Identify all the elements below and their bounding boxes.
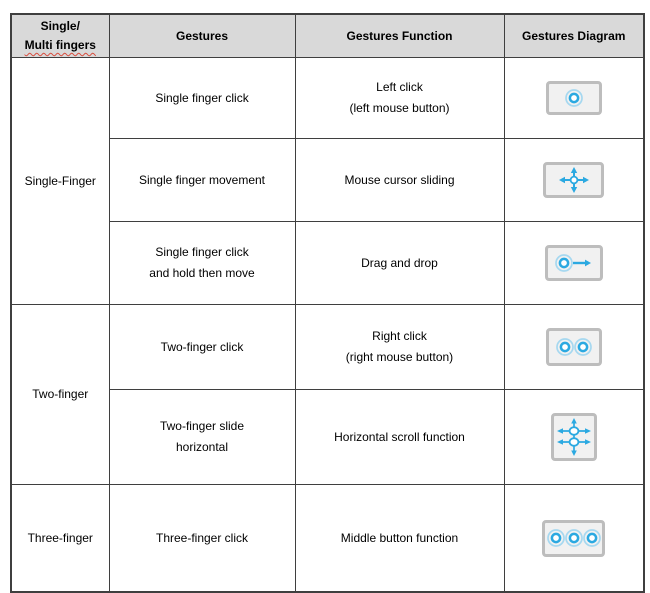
two-finger-tap-icon: [545, 328, 602, 367]
gestures-manual-page: Single/Multi fingers Gestures Gestures F…: [10, 13, 645, 593]
group-label-two-finger: Two-finger: [10, 304, 110, 486]
table-row: Single-Finger Single finger click Left c…: [10, 57, 645, 306]
group-label-three-finger: Three-finger: [10, 484, 110, 593]
group-label-single-finger: Single-Finger: [10, 57, 110, 306]
table-row: Single finger click and hold then move D…: [11, 221, 645, 306]
diagram-cell: [503, 484, 645, 593]
function-cell: Drag and drop: [294, 221, 505, 306]
three-finger-tap-icon: [542, 519, 606, 557]
function-cell: Right click (right mouse button): [294, 304, 505, 391]
drag-and-drop-icon: [544, 245, 603, 282]
header-gestures: Gestures: [108, 13, 296, 59]
header-fingers-line2: Multi fingers: [24, 38, 96, 53]
gesture-cell: Three-finger click: [108, 484, 296, 593]
cursor-move-icon: [543, 162, 605, 199]
one-finger-tap-icon: [545, 81, 602, 116]
diagram-cell: [503, 304, 645, 391]
header-function: Gestures Function: [294, 13, 505, 59]
diagram-cell: [503, 221, 645, 306]
diagram-cell: [503, 389, 645, 486]
function-cell: Left click (left mouse button): [294, 57, 505, 140]
gesture-cell: Two-finger slide horizontal: [108, 389, 296, 486]
function-cell: Mouse cursor sliding: [294, 138, 505, 223]
diagram-cell: [503, 57, 645, 140]
gesture-cell: Single finger click and hold then move: [108, 221, 296, 306]
two-finger-horizontal-scroll-icon: [550, 413, 597, 462]
header-fingers-line1: Single/: [40, 19, 80, 33]
gesture-cell: Two-finger click: [108, 304, 296, 391]
gesture-cell: Single finger click: [108, 57, 296, 140]
table-row: Two-finger Two-finger click Right click …: [10, 304, 645, 486]
header-fingers: Single/Multi fingers: [10, 13, 110, 59]
gestures-table: Single/Multi fingers Gestures Gestures F…: [10, 13, 645, 593]
table-row: Three-finger Three-finger click Middle b…: [10, 484, 645, 593]
diagram-cell: [503, 138, 645, 223]
function-cell: Horizontal scroll function: [294, 389, 505, 486]
function-cell: Middle button function: [294, 484, 505, 593]
gesture-cell: Single finger movement: [108, 138, 296, 223]
header-row: Single/Multi fingers Gestures Gestures F…: [10, 13, 645, 59]
header-diagram: Gestures Diagram: [503, 13, 645, 59]
table-row: Single finger movement Mouse cursor slid…: [11, 138, 645, 223]
